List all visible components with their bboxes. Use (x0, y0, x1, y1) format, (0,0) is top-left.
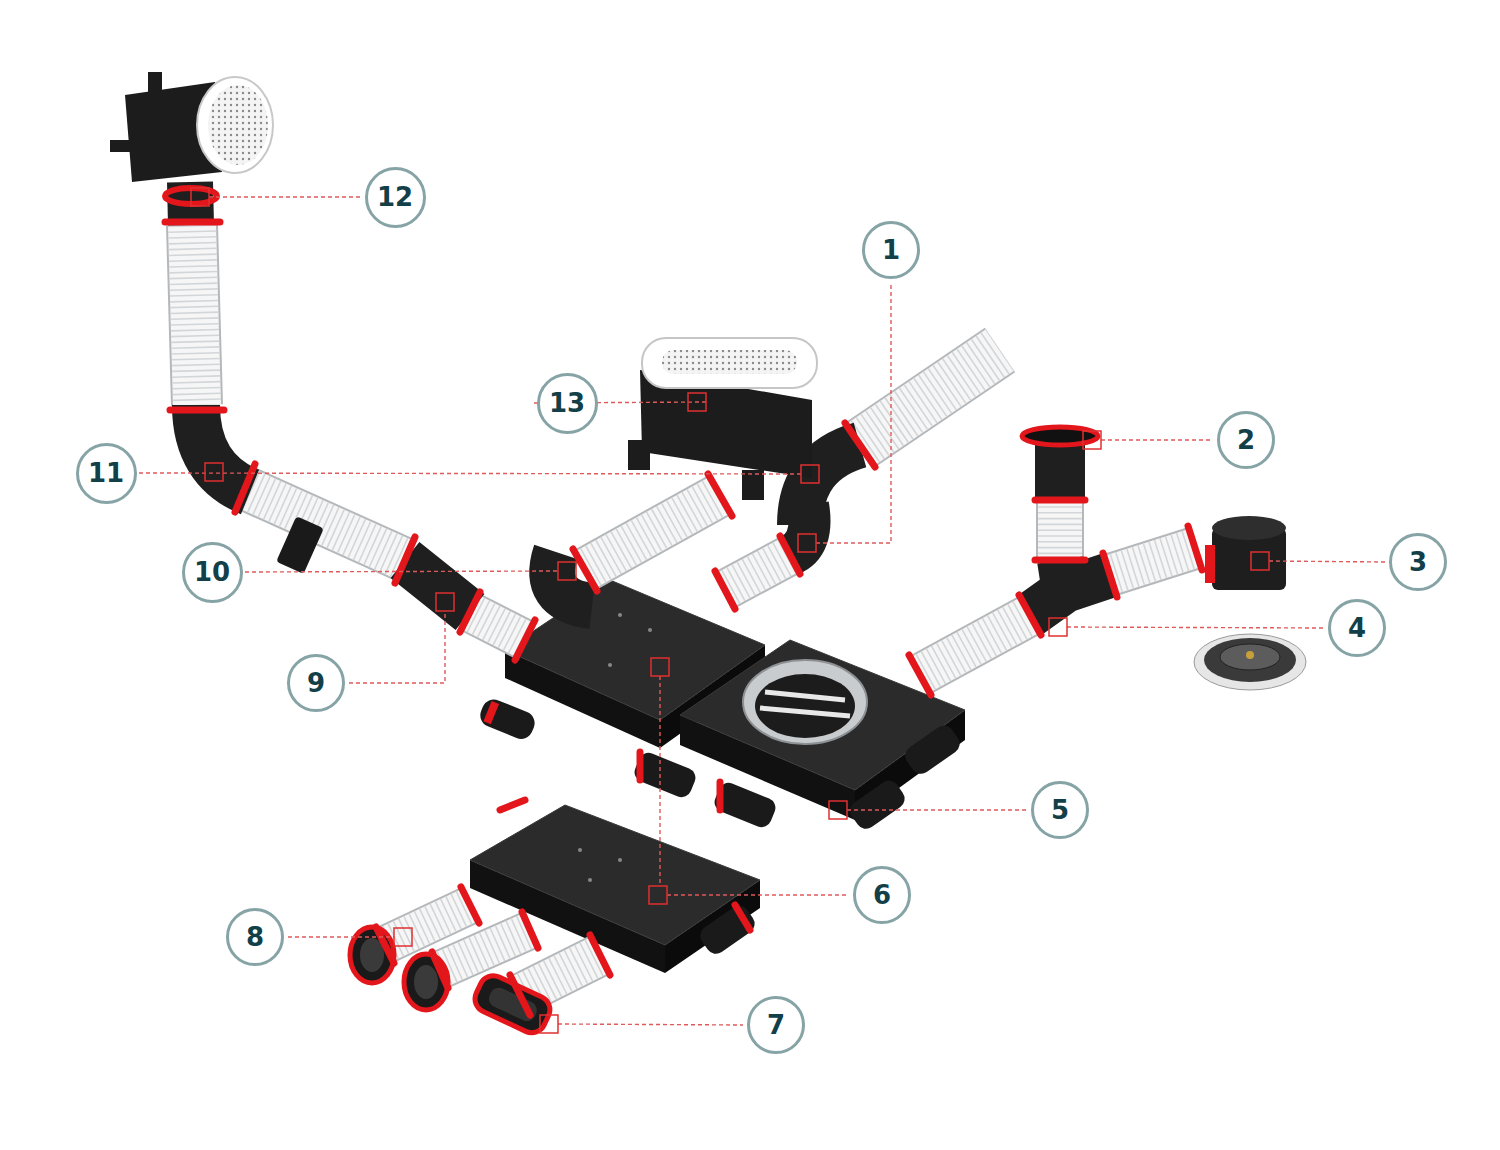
leader-line (139, 197, 1385, 1025)
callout-number: 12 (377, 184, 413, 210)
callout-circle: 2 (1217, 411, 1275, 469)
callout-circle: 10 (182, 542, 243, 603)
callout-number: 9 (307, 670, 325, 696)
callout-number: 8 (246, 924, 264, 950)
seal-ring (165, 222, 1202, 1015)
callout-circle: 12 (365, 167, 426, 228)
valve-housing (1194, 516, 1306, 690)
callout-number: 4 (1348, 615, 1366, 641)
air-terminal (110, 72, 273, 225)
callout-circle: 13 (537, 373, 598, 434)
callout-circle: 9 (287, 654, 345, 712)
callout-circle: 3 (1389, 533, 1447, 591)
callout-circle: 5 (1031, 781, 1089, 839)
callout-circle: 4 (1328, 599, 1386, 657)
callout-number: 13 (549, 390, 585, 416)
callout-number: 7 (767, 1012, 785, 1038)
callout-number: 1 (882, 237, 900, 263)
callout-circle: 8 (226, 908, 284, 966)
callout-number: 11 (88, 460, 124, 486)
callout-circle: 11 (76, 443, 137, 504)
callout-circle: 7 (747, 996, 805, 1054)
callout-circle: 1 (862, 221, 920, 279)
callout-circle: 6 (853, 866, 911, 924)
flexible-duct (192, 225, 1195, 995)
slot-terminal (628, 338, 817, 500)
callout-number: 10 (194, 559, 230, 585)
callout-number: 5 (1051, 797, 1069, 823)
marker-square (191, 188, 1269, 1033)
callout-number: 6 (873, 882, 891, 908)
callout-number: 3 (1409, 549, 1427, 575)
callout-number: 2 (1237, 427, 1255, 453)
